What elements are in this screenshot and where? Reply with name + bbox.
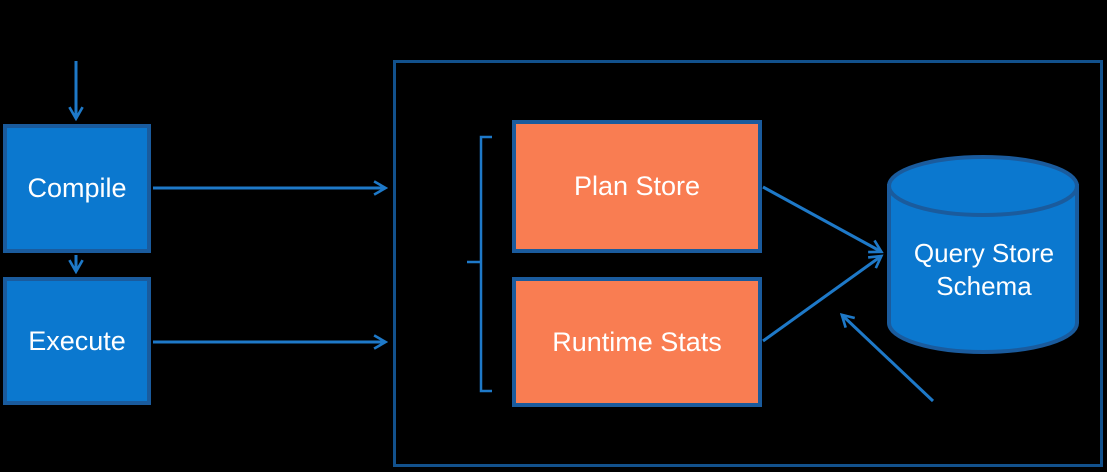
compile-label: Compile <box>27 173 127 203</box>
plan-store-label: Plan Store <box>573 171 701 201</box>
execute-label: Execute <box>28 325 126 356</box>
query-store-schema-label: Query Store Schema <box>913 238 1055 301</box>
query-store-container-box <box>393 60 1103 467</box>
runtime-stats-node: Runtime Stats <box>512 277 762 407</box>
compile-node: Compile <box>3 124 151 253</box>
runtime-stats-label: Runtime Stats <box>552 326 722 357</box>
plan-store-node: Plan Store <box>512 120 762 253</box>
execute-node: Execute <box>3 277 151 405</box>
